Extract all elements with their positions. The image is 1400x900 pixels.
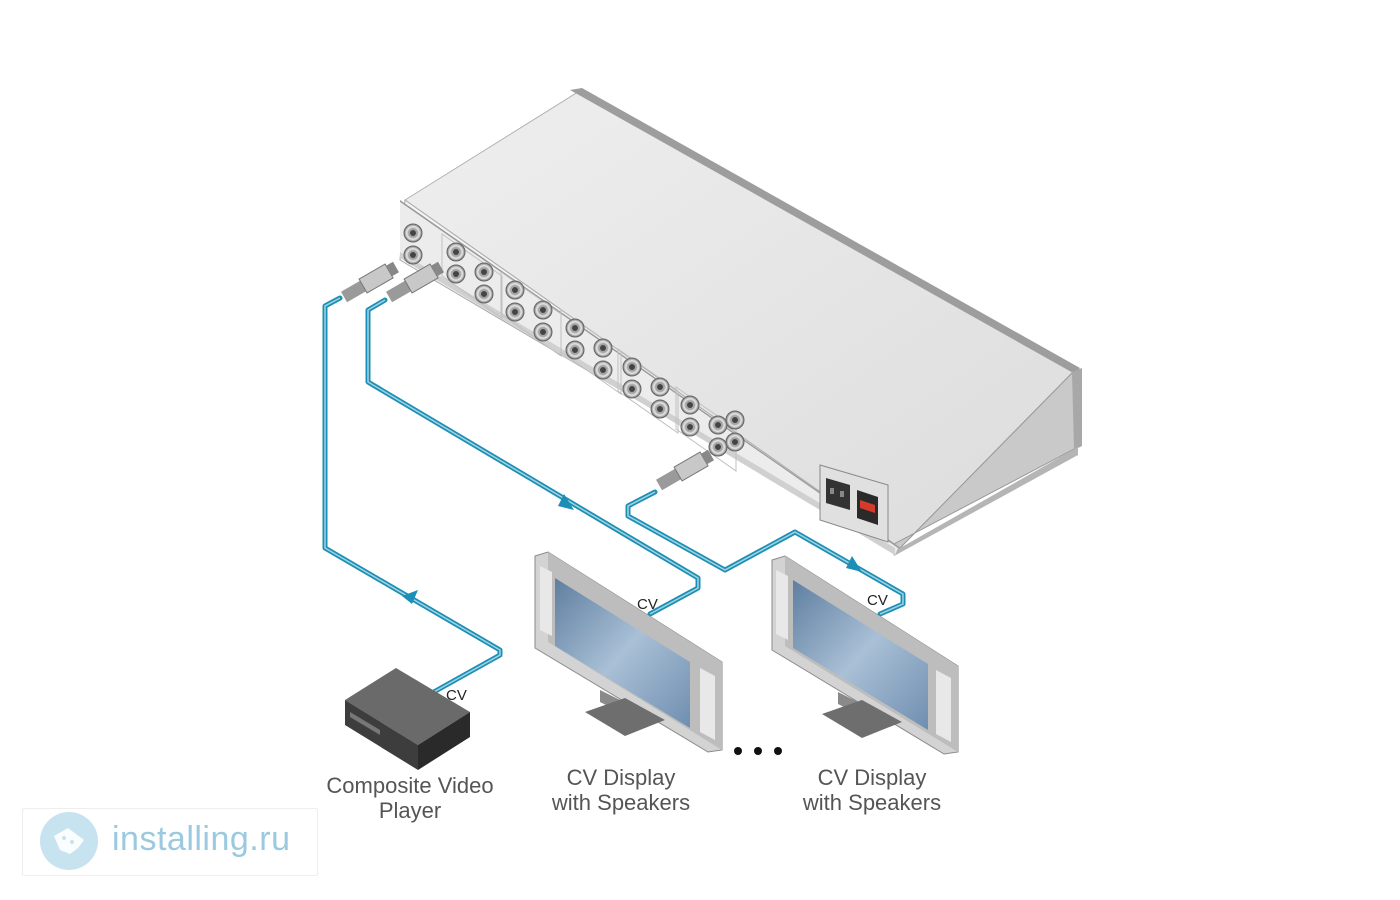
direction-arrows xyxy=(402,494,862,604)
cv-label-player: CV xyxy=(446,687,467,704)
arrow-down-icon xyxy=(558,494,574,510)
bnc-pin xyxy=(629,386,635,392)
bnc-connector-panel xyxy=(403,223,745,472)
player-caption-line1: Composite Video xyxy=(326,773,493,798)
video-switcher-unit xyxy=(399,88,1082,556)
arrow-down-icon-2 xyxy=(846,556,862,572)
bnc-pin xyxy=(600,367,606,373)
display-left-caption-line1: CV Display xyxy=(567,765,676,790)
cv-display-right xyxy=(771,555,959,755)
connector-group-outline xyxy=(500,271,562,357)
composite-video-player xyxy=(345,668,470,770)
connector-group-outline xyxy=(617,348,679,434)
bnc-pin xyxy=(410,230,416,236)
cv-display-left xyxy=(534,551,723,753)
bnc-pin xyxy=(572,325,578,331)
bnc-pin xyxy=(512,287,518,293)
bnc-pin xyxy=(453,249,459,255)
watermark-text: installing.ru xyxy=(112,820,291,858)
cv-label-display-right: CV xyxy=(867,592,888,609)
bnc-pin xyxy=(732,417,738,423)
bnc-pin xyxy=(657,384,663,390)
display-left-caption-line2: with Speakers xyxy=(551,790,690,815)
display-right-caption-line2: with Speakers xyxy=(802,790,941,815)
bnc-pin xyxy=(600,345,606,351)
bnc-pin xyxy=(481,269,487,275)
bnc-pin xyxy=(687,424,693,430)
bnc-pin xyxy=(512,309,518,315)
watermark-logo-icon xyxy=(40,812,98,870)
bnc-pin xyxy=(687,402,693,408)
bnc-pin xyxy=(629,364,635,370)
bnc-pin xyxy=(572,347,578,353)
player-caption-line2: Player xyxy=(379,798,441,823)
power-inlet xyxy=(819,464,889,543)
arrow-up-icon xyxy=(402,590,418,604)
cable-plugs xyxy=(341,261,714,491)
bnc-pin xyxy=(732,439,738,445)
connector-group-outline xyxy=(675,386,737,472)
display-right-caption-line1: CV Display xyxy=(818,765,927,790)
connector-group-outline xyxy=(441,233,503,319)
bnc-pin xyxy=(540,307,546,313)
bnc-pin xyxy=(540,329,546,335)
bnc-pin xyxy=(410,252,416,258)
bnc-pin xyxy=(657,406,663,412)
cv-label-display-left: CV xyxy=(637,596,658,613)
bnc-pin xyxy=(453,271,459,277)
bnc-pin xyxy=(715,444,721,450)
ellipsis-dots-icon xyxy=(734,747,782,755)
bnc-pin xyxy=(481,291,487,297)
bnc-pin xyxy=(715,422,721,428)
cable-input xyxy=(322,295,503,696)
